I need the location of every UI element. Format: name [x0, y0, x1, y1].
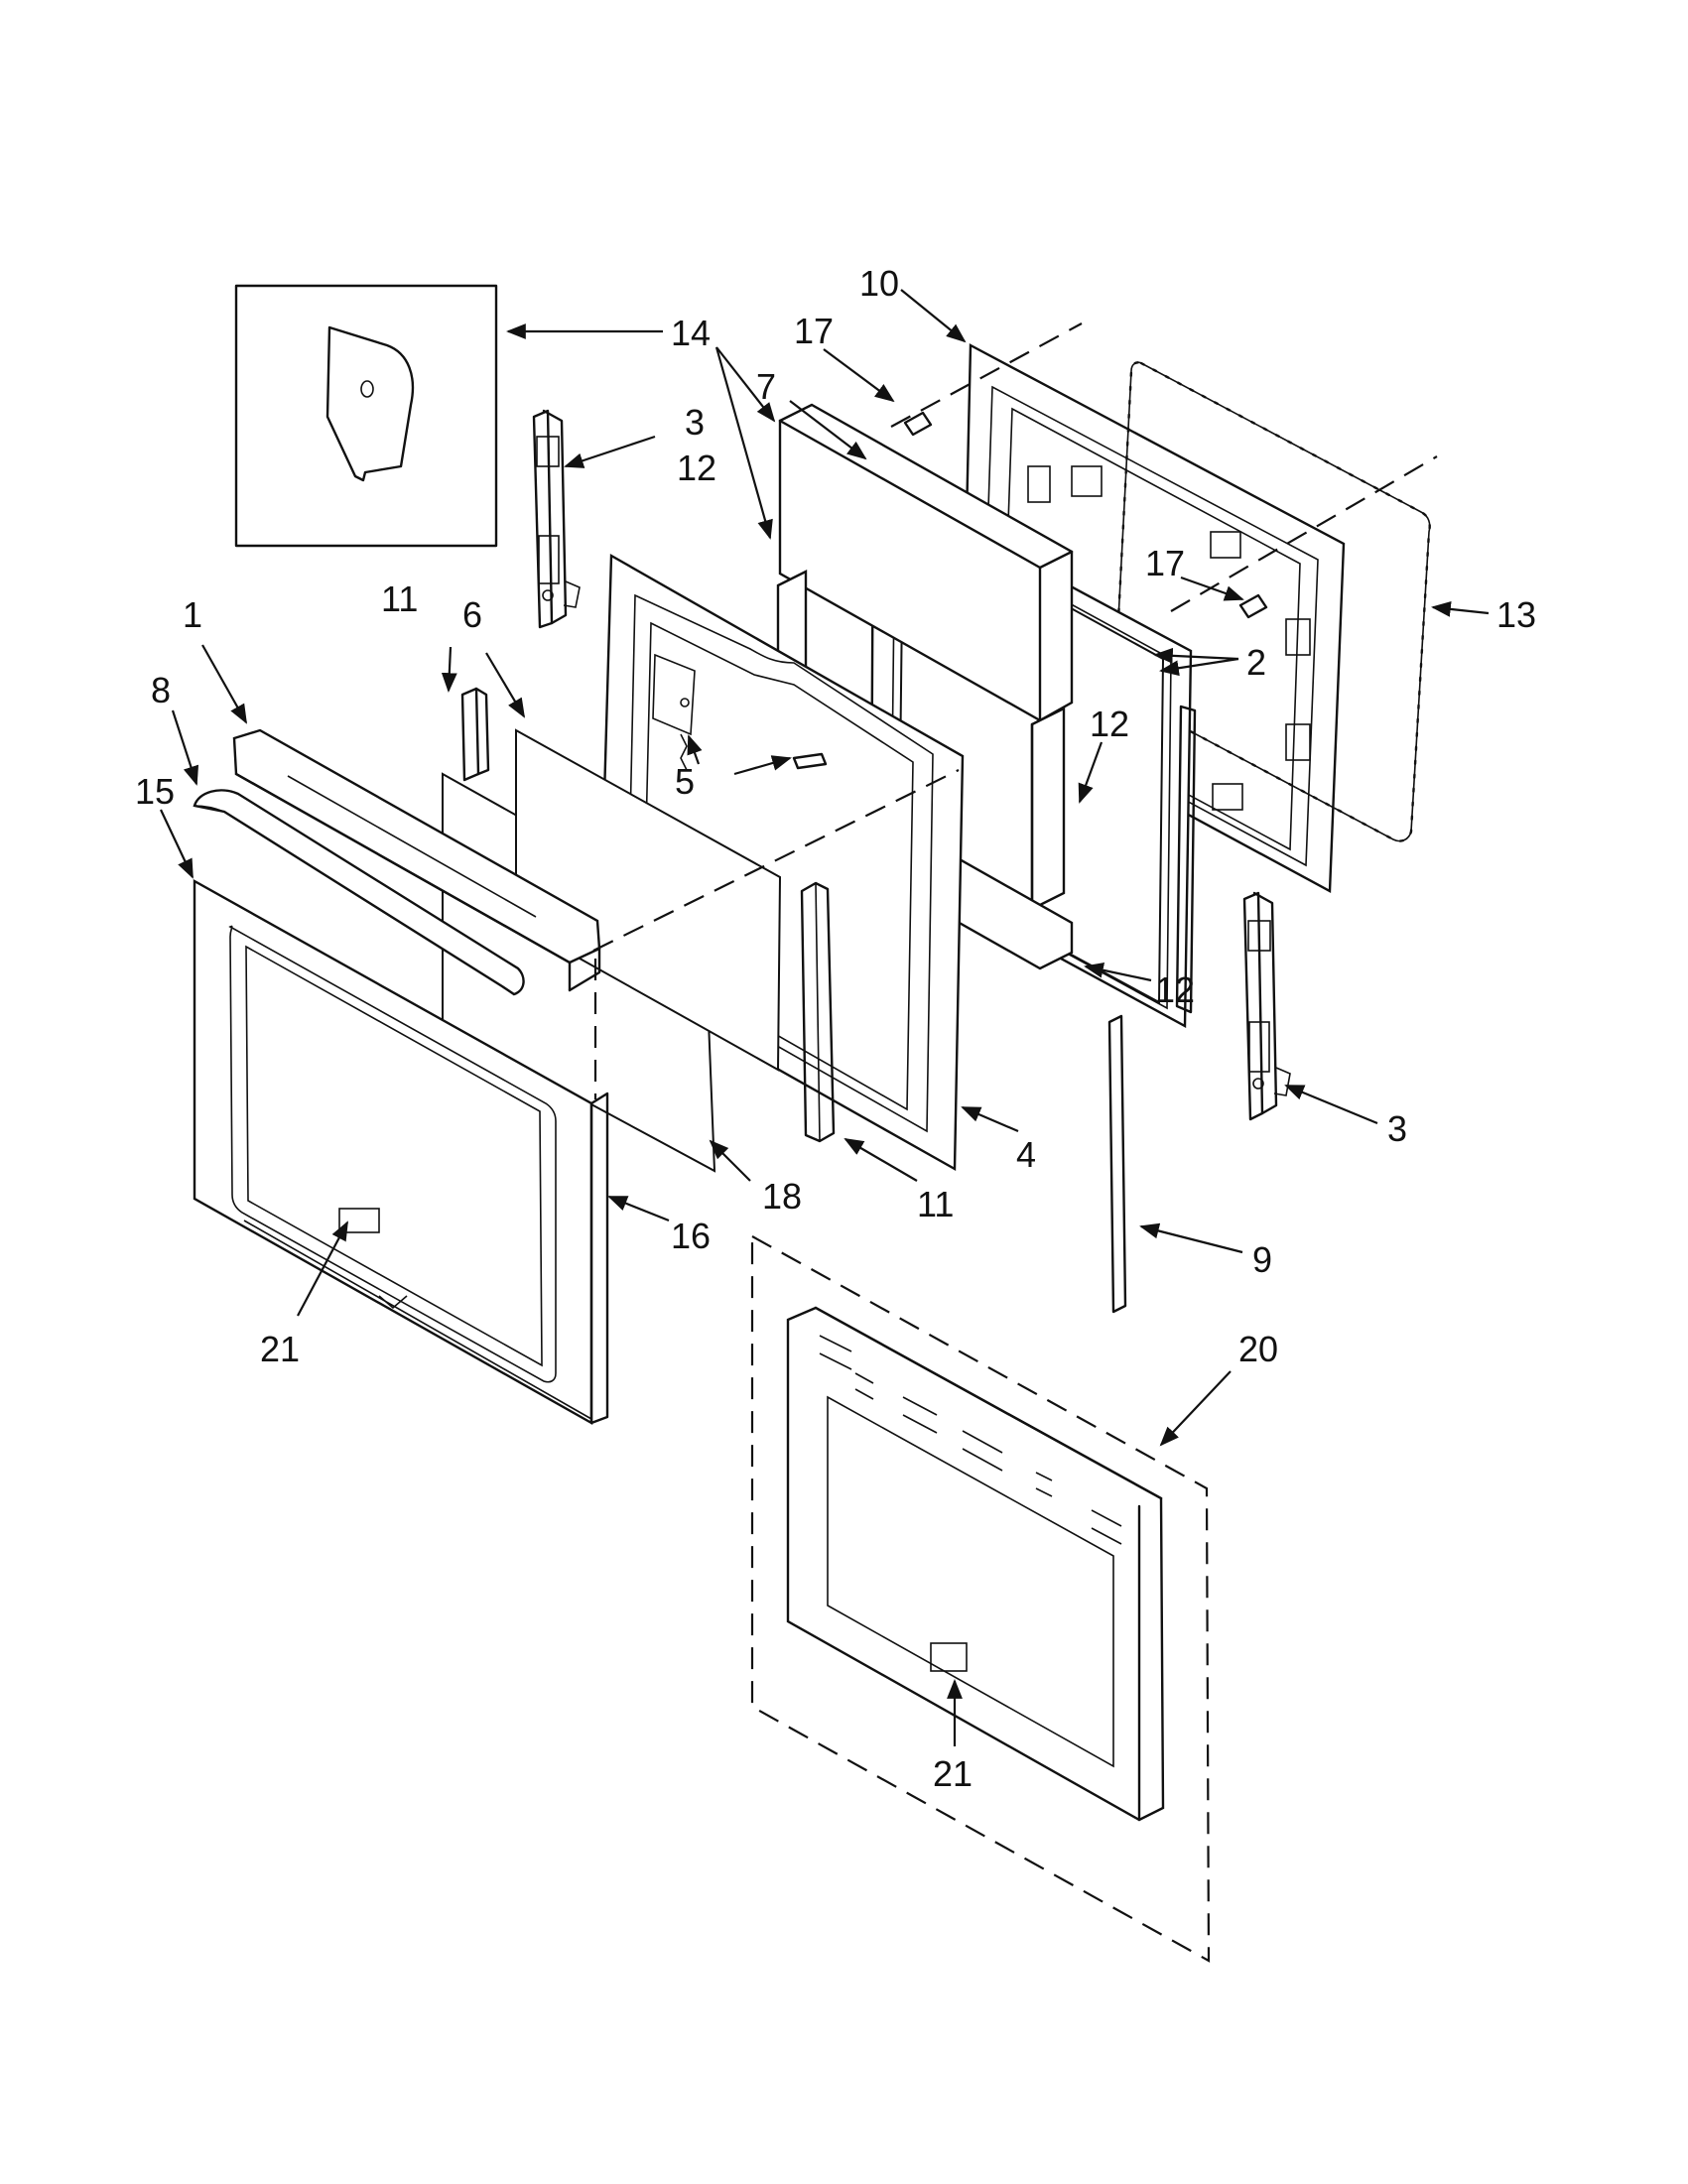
callout-12-right: 12 [1090, 704, 1129, 744]
callout-17-mid: 17 [1145, 543, 1185, 583]
part-15-outer-door [193, 878, 593, 1426]
callout-2: 2 [1246, 642, 1266, 683]
part-6-glass-panel [515, 728, 782, 1072]
callout-5: 5 [675, 761, 695, 802]
part-17-bumper-top [903, 411, 933, 437]
part-11-channel-right [800, 881, 836, 1143]
callout-12-top: 12 [677, 448, 716, 488]
part-9-side-trim [1107, 1014, 1127, 1314]
part-8-handle [193, 789, 525, 996]
callout-11-left: 11 [381, 578, 418, 619]
callout-15: 15 [135, 771, 175, 812]
callout-21-left: 21 [260, 1329, 300, 1369]
callout-labels: 10 17 14 3 7 12 17 13 2 11 6 1 8 12 5 15… [135, 263, 1536, 1794]
part-20-dashed-enclosure [750, 1234, 1211, 1963]
leader-lines [160, 289, 1490, 1746]
part-3-hinge-left [532, 409, 581, 629]
callout-1: 1 [183, 594, 202, 635]
callout-8: 8 [151, 670, 171, 710]
callout-3-right: 3 [1387, 1108, 1407, 1149]
callout-7: 7 [756, 366, 776, 407]
part-10-rear-frame [961, 343, 1346, 893]
callout-18: 18 [762, 1176, 802, 1217]
callout-11-right: 11 [917, 1184, 954, 1224]
callout-17-top: 17 [794, 311, 834, 351]
part-20-outer-panel [786, 1306, 1165, 1822]
callout-10: 10 [859, 263, 899, 304]
part-5-clip-b [792, 752, 828, 770]
callout-20: 20 [1238, 1329, 1278, 1369]
callout-12-bottom: 12 [1155, 969, 1195, 1010]
callout-4: 4 [1016, 1134, 1036, 1175]
part-13-gasket [1113, 361, 1431, 842]
reference-lines [592, 322, 1438, 1099]
callout-21-bottom: 21 [933, 1753, 973, 1794]
callout-9: 9 [1252, 1239, 1272, 1280]
part-3-hinge-right [1242, 891, 1291, 1121]
part-11-channel-left [460, 687, 490, 782]
callout-6: 6 [462, 594, 482, 635]
part-14-inset [234, 284, 498, 548]
part-17-bumper-mid [1238, 593, 1268, 619]
callout-13: 13 [1496, 594, 1536, 635]
callout-14: 14 [671, 313, 711, 353]
callout-16: 16 [671, 1216, 711, 1256]
part-5-clip-a [680, 733, 688, 771]
part-12-insulation-top [778, 403, 1074, 722]
callout-3-left: 3 [685, 402, 705, 443]
part-16-side-cap [589, 1092, 609, 1425]
part-12-insulation-right [1030, 707, 1066, 911]
